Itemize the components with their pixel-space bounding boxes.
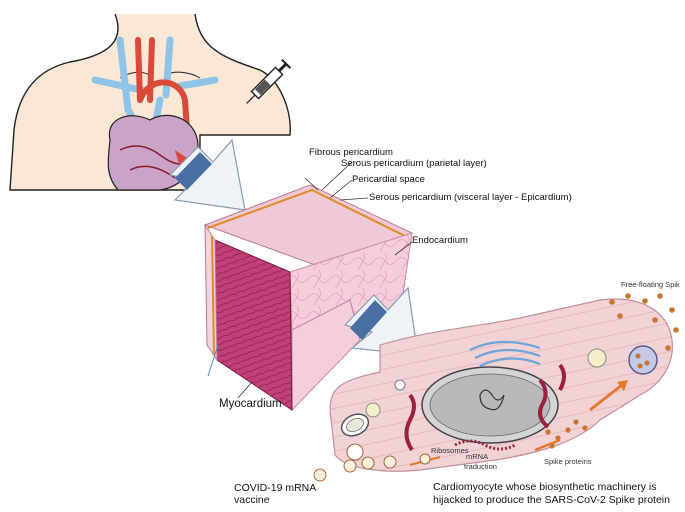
caption-line2: hijacked to produce the SARS-CoV-2 Spike… — [433, 494, 670, 506]
caption-line1: Cardiomyocyte whose biosynthetic machine… — [433, 481, 657, 493]
label-vaccine-line1: COVID-19 mRNA — [234, 482, 316, 494]
label-spike-proteins: Spike proteins — [544, 457, 592, 466]
label-ribosomes: Ribosomes — [431, 446, 469, 455]
label-free-floating-spike: Free-floating Spik — [621, 280, 680, 289]
label-serous-visceral: Serous pericardium (visceral layer - Epi… — [369, 192, 572, 203]
label-vaccine-line2: vaccine — [234, 494, 270, 506]
label-traduction: traduction — [464, 462, 497, 471]
label-pericardial-space: Pericardial space — [352, 174, 425, 185]
nucleus-icon — [422, 367, 558, 443]
label-serous-parietal: Serous pericardium (parietal layer) — [341, 158, 487, 169]
label-myocardium: Myocardium — [219, 398, 282, 410]
label-mrna: mRNA — [466, 452, 488, 461]
label-fibrous-pericardium: Fibrous pericardium — [309, 147, 393, 158]
label-endocardium: Endocardium — [412, 235, 468, 246]
